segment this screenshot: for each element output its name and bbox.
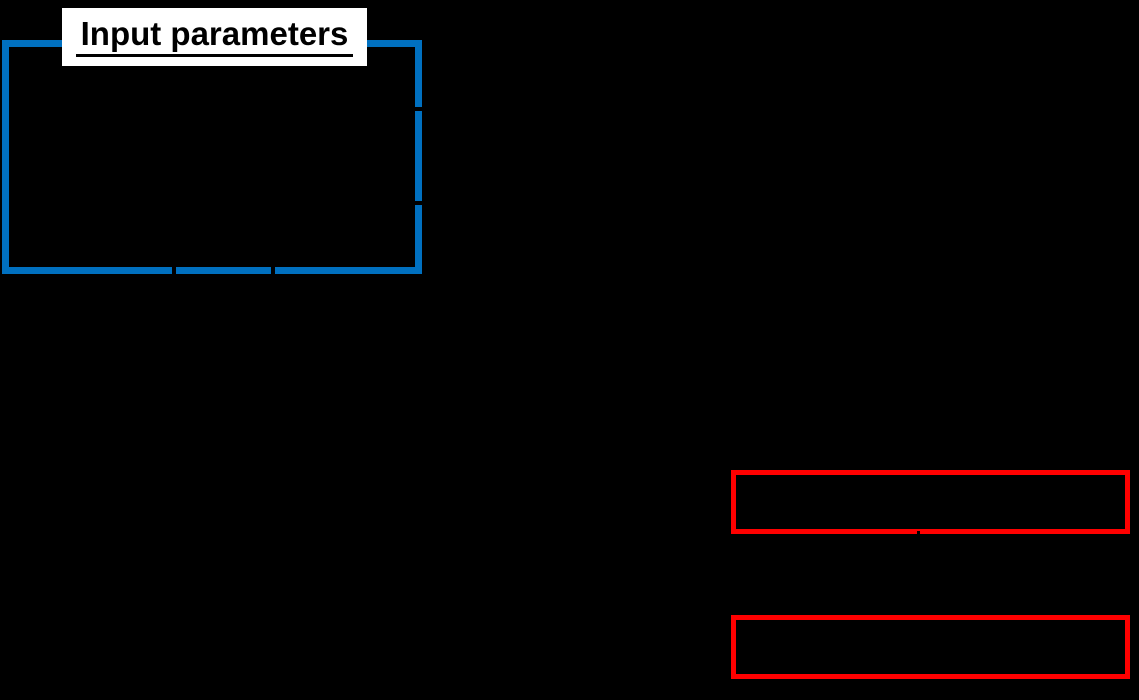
input-parameters-title-box: Input parameters xyxy=(62,8,367,66)
y-axis-tick-1 xyxy=(415,107,422,111)
x-axis-tick-1 xyxy=(172,265,176,274)
x-axis-tick-2 xyxy=(271,265,275,274)
input-parameters-plot-frame xyxy=(2,40,422,274)
y-axis-tick-2 xyxy=(415,201,422,205)
input-parameters-title: Input parameters xyxy=(75,16,354,58)
highlight-box-bottom xyxy=(731,615,1130,679)
highlight-box-tick xyxy=(917,531,920,541)
highlight-box-top xyxy=(731,470,1130,534)
